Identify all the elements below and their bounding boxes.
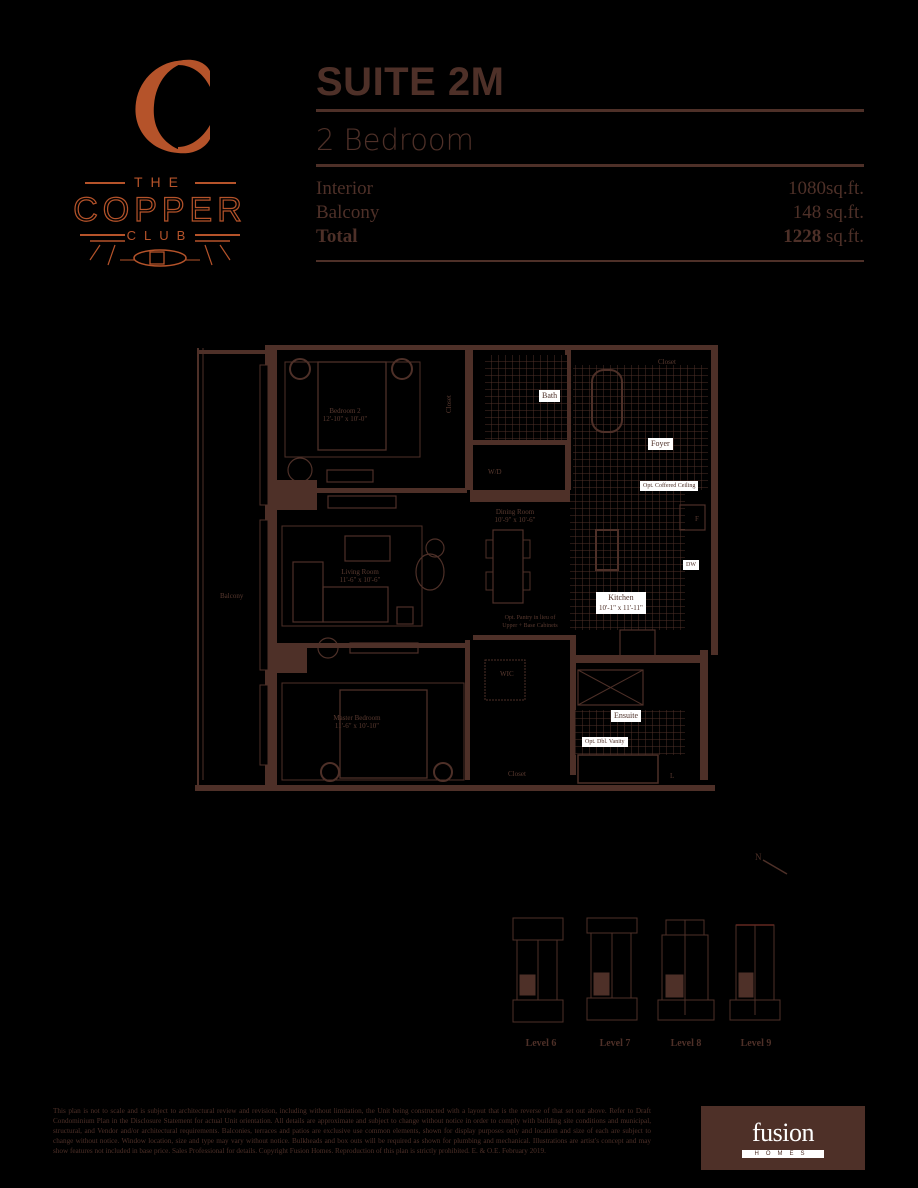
area-label: Balcony <box>316 202 380 223</box>
label-wic: WIC <box>500 670 514 678</box>
tag-foyer: Foyer <box>648 438 673 450</box>
room-dims: 10'-1" x 11'-11" <box>599 604 643 612</box>
key-plan-level-8 <box>656 915 718 1029</box>
legal-disclaimer: This plan is not to scale and is subject… <box>53 1107 651 1155</box>
key-plan-level-7 <box>585 915 647 1029</box>
copper-club-logo: THE COPPER CLUB <box>70 55 290 275</box>
tag-coffered-ceiling: Opt. Coffered Ceiling <box>640 481 699 491</box>
room-dims: 10'-9" x 10'-6" <box>494 516 536 524</box>
note-line: Upper + Base Cabinets <box>502 623 558 629</box>
label-fridge: F <box>695 515 699 523</box>
room-dims: 11'-6" x 10'-6" <box>339 576 381 584</box>
room-name: Bedroom 2 <box>329 407 361 415</box>
pantry-note: Opt. Pantry in lieu of Upper + Base Cabi… <box>485 614 575 630</box>
key-plan-label: Level 8 <box>670 1038 702 1049</box>
area-label: Interior <box>316 178 373 199</box>
developer-name: fusion <box>752 1118 815 1147</box>
label-closet-bedroom2: Closet <box>444 395 453 413</box>
vintage-car-icon <box>120 249 200 267</box>
logo-copper-text: COPPER <box>73 191 247 229</box>
developer-sub: HOMES <box>742 1150 824 1158</box>
logo-the-text: THE <box>134 174 186 190</box>
label-washer-dryer: W/D <box>488 468 502 476</box>
area-value: 148 sq.ft. <box>792 202 864 223</box>
room-dims: 11'-6" x 10'-10" <box>334 722 380 730</box>
key-plan-level-9 <box>726 915 788 1029</box>
area-row-interior: Interior 1080sq.ft. <box>316 177 864 201</box>
key-plan-level-6 <box>511 915 573 1029</box>
logo-c-mark-icon <box>135 59 210 154</box>
tag-kitchen: Kitchen 10'-1" x 11'-11" <box>596 592 646 614</box>
logo-club-text: CLUB <box>127 228 194 243</box>
area-value: 1080sq.ft. <box>788 178 864 199</box>
room-bedroom2: Bedroom 2 12'-10" x 10'-0" <box>300 407 390 423</box>
key-plan-label: Level 6 <box>525 1038 557 1049</box>
tag-dbl-vanity: Opt. Dbl. Vanity <box>582 737 628 747</box>
divider <box>316 164 864 167</box>
room-name: Living Room <box>341 568 379 576</box>
area-row-total: Total 1228 sq.ft. <box>316 225 864 249</box>
north-arrow: N <box>755 852 788 875</box>
tag-ensuite: Ensuite <box>611 710 641 722</box>
label-closet-master: Closet <box>508 770 526 778</box>
room-name: Dining Room <box>495 508 535 516</box>
area-row-balcony: Balcony 148 sq.ft. <box>316 201 864 225</box>
room-balcony: Balcony <box>220 592 244 600</box>
room-dims: 12'-10" x 10'-0" <box>322 415 368 423</box>
room-dining: Dining Room 10'-9" x 10'-6" <box>475 508 555 524</box>
key-plan-label: Level 7 <box>599 1038 631 1049</box>
label-linen: L <box>670 772 675 780</box>
developer-logo: fusion HOMES <box>701 1106 865 1170</box>
room-master: Master Bedroom 11'-6" x 10'-10" <box>312 714 402 730</box>
tag-dishwasher: DW <box>683 560 699 570</box>
divider <box>316 109 864 112</box>
suite-title: SUITE 2M <box>316 60 505 104</box>
divider <box>316 260 864 262</box>
north-label: N <box>755 852 762 862</box>
label-closet-foyer: Closet <box>658 358 676 366</box>
floor-plan: Bedroom 2 12'-10" x 10'-0" Balcony Livin… <box>190 340 730 800</box>
total-unit: sq.ft. <box>821 226 864 247</box>
room-name: Kitchen <box>608 593 634 602</box>
suite-type: 2 Bedroom <box>316 123 474 157</box>
total-number: 1228 <box>783 226 822 247</box>
north-arrow-icon <box>762 859 788 875</box>
room-living: Living Room 11'-6" x 10'-6" <box>320 568 400 584</box>
key-plan-label: Level 9 <box>740 1038 772 1049</box>
note-line: Opt. Pantry in lieu of <box>504 615 556 621</box>
tag-bath: Bath <box>539 390 561 402</box>
room-name: Master Bedroom <box>333 714 381 722</box>
area-label: Total <box>316 226 358 247</box>
area-value: 1228 sq.ft. <box>783 225 864 249</box>
